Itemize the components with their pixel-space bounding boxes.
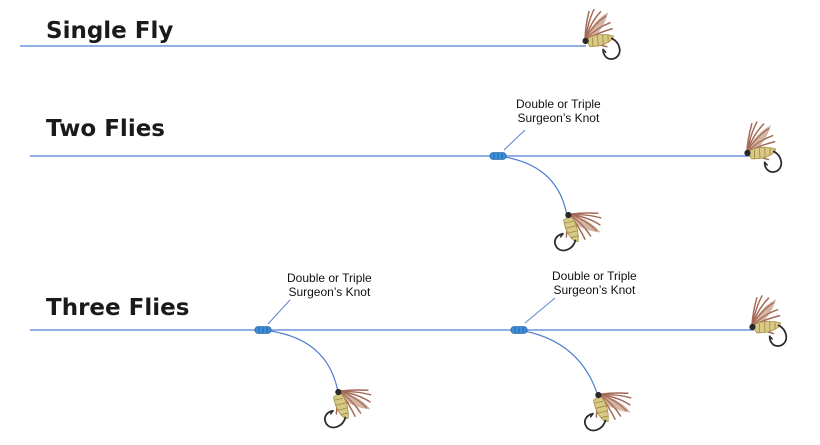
knot-pointer [524, 297, 556, 324]
rig-title-single-fly: Single Fly [46, 18, 174, 44]
dropper-line [262, 329, 339, 393]
dropper-fly-icon [315, 378, 378, 431]
knot-pointer [267, 299, 291, 325]
point-fly-icon [744, 292, 789, 351]
surgeons-knot-icon [510, 326, 528, 334]
rig-title-two-flies: Two Flies [46, 116, 165, 142]
knot-label: Double or Triple Surgeon’s Knot [516, 97, 601, 125]
surgeons-knot-icon [254, 326, 272, 334]
dropper-line [497, 155, 568, 217]
dropper-fly-icon [575, 381, 638, 434]
knot-label-line2: Surgeon’s Knot [288, 285, 371, 299]
knot-label-line2: Surgeon’s Knot [553, 283, 636, 297]
point-fly-icon [739, 118, 784, 177]
dropper-fly-icon [545, 201, 608, 254]
knot-label-line1: Double or Triple [552, 269, 637, 283]
rig-two-flies [30, 118, 784, 254]
dropper-line [518, 329, 599, 397]
knot-label-line1: Double or Triple [516, 97, 601, 111]
knot-label: Double or Triple Surgeon’s Knot [287, 271, 372, 299]
rig-title-three-flies: Three Flies [46, 295, 190, 321]
knot-label-line1: Double or Triple [287, 271, 372, 285]
knot-label-line2: Surgeon’s Knot [517, 111, 600, 125]
surgeons-knot-icon [489, 152, 507, 160]
wet-fly-icon [576, 5, 623, 65]
knot-pointer [503, 129, 526, 151]
knot-label: Double or Triple Surgeon’s Knot [552, 269, 637, 297]
rig-three-flies [30, 292, 789, 434]
rig-single-fly [20, 5, 623, 65]
